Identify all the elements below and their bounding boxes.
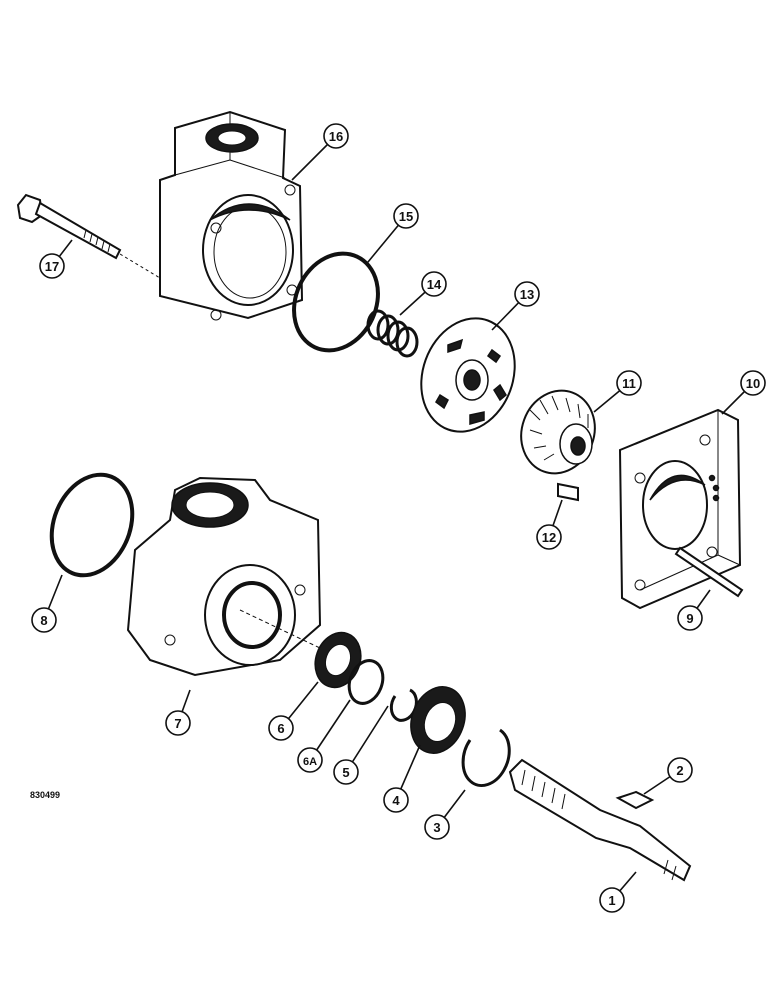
callout-3: 3 [424, 814, 450, 840]
pressure-plate [420, 317, 516, 433]
callout-10: 10 [740, 370, 766, 396]
vane [557, 482, 579, 502]
spring [366, 309, 419, 358]
svg-text:9: 9 [686, 611, 693, 626]
snap-ring-large [461, 728, 511, 788]
svg-text:16: 16 [329, 129, 343, 144]
callout-6a: 6A [297, 747, 323, 773]
callout-9: 9 [677, 605, 703, 631]
dowel-pin [674, 546, 744, 598]
rotor [520, 389, 596, 475]
svg-text:11: 11 [622, 376, 636, 391]
svg-text:4: 4 [392, 793, 400, 808]
svg-text:6A: 6A [303, 756, 317, 768]
callout-14: 14 [421, 271, 447, 297]
svg-text:6: 6 [277, 721, 284, 736]
o-ring-large [292, 251, 380, 353]
svg-text:15: 15 [399, 209, 413, 224]
svg-text:17: 17 [45, 259, 59, 274]
drive-shaft [508, 758, 692, 882]
callout-1: 1 [599, 887, 625, 913]
svg-text:10: 10 [746, 376, 760, 391]
svg-text:12: 12 [542, 530, 556, 545]
callout-2: 2 [667, 757, 693, 783]
svg-text:2: 2 [676, 763, 683, 778]
svg-text:1: 1 [608, 893, 615, 908]
svg-text:13: 13 [520, 287, 534, 302]
svg-text:8: 8 [40, 613, 47, 628]
svg-text:14: 14 [427, 277, 442, 292]
cam-ring-plate [618, 408, 742, 610]
bolt [16, 193, 161, 279]
washer [347, 659, 385, 705]
pump-body [126, 476, 322, 677]
callout-12: 12 [536, 524, 562, 550]
oil-seal [314, 631, 362, 689]
callout-4: 4 [383, 787, 409, 813]
svg-text:7: 7 [174, 716, 181, 731]
svg-text:5: 5 [342, 765, 349, 780]
key [615, 790, 655, 810]
snap-ring-small [389, 688, 418, 722]
callout-6: 6 [268, 715, 294, 741]
o-ring-left [49, 472, 135, 578]
callout-15: 15 [393, 203, 419, 229]
callout-16: 16 [323, 123, 349, 149]
callout-13: 13 [514, 281, 540, 307]
rear-cover-housing [159, 110, 304, 321]
callout-11: 11 [616, 370, 642, 396]
svg-text:3: 3 [433, 820, 440, 835]
callout-7: 7 [165, 710, 191, 736]
callout-8: 8 [31, 607, 57, 633]
callout-17: 17 [39, 253, 65, 279]
document-id: 830499 [30, 790, 60, 800]
bearing [410, 686, 466, 754]
callout-5: 5 [333, 759, 359, 785]
